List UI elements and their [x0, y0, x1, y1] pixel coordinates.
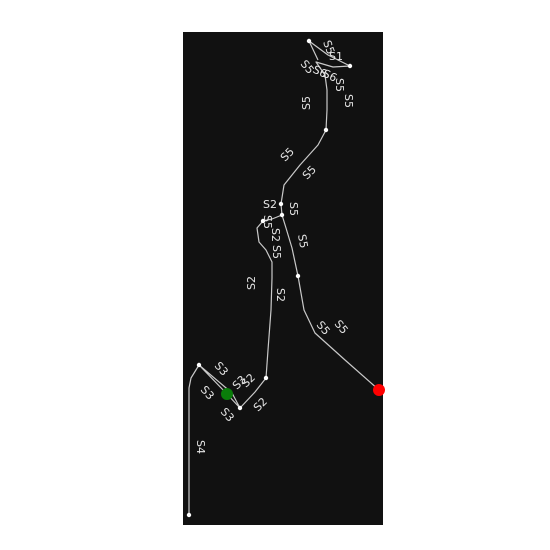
route-s5-upper: [280, 40, 351, 205]
segment-label-s1: S1: [329, 50, 343, 63]
route-s2-mid: [262, 203, 283, 222]
route-s2-lower: [239, 220, 273, 409]
waypoint-node[interactable]: [196, 362, 202, 368]
segment-label-s6: S6: [311, 63, 329, 81]
segment-label-s5: S5: [333, 78, 346, 92]
waypoint-node[interactable]: [279, 212, 285, 218]
segment-label-s5: S5: [300, 96, 313, 110]
waypoint-node[interactable]: [278, 201, 284, 207]
segment-label-s5: S5: [342, 94, 355, 108]
segment-label-s5: S5: [295, 233, 310, 249]
waypoint-node[interactable]: [323, 127, 329, 133]
segment-label-s2: S2: [269, 228, 282, 242]
end-marker[interactable]: [373, 384, 385, 396]
segment-label-s5: S5: [270, 245, 283, 259]
route-nodes: [186, 38, 353, 518]
waypoint-node[interactable]: [347, 63, 353, 69]
segment-label-s6: S6: [321, 67, 339, 85]
segment-label-s4: S4: [194, 440, 207, 454]
waypoint-node[interactable]: [263, 375, 269, 381]
waypoint-node[interactable]: [186, 512, 192, 518]
segment-label-s2: S2: [245, 276, 258, 290]
waypoint-node[interactable]: [237, 405, 243, 411]
segment-label-s5: S5: [320, 39, 337, 57]
segment-label-s2: S2: [263, 198, 277, 211]
waypoint-node[interactable]: [295, 273, 301, 279]
segment-label-s5: S5: [261, 215, 274, 229]
waypoint-node[interactable]: [260, 218, 266, 224]
start-marker[interactable]: [221, 388, 233, 400]
segment-label-s5: S5: [287, 202, 300, 216]
route-s5-lower: [281, 214, 380, 391]
segment-label-s2: S2: [274, 288, 287, 302]
segment-labels: S4 S3 S3 S3 S3 S2 S2 S2 S2 S2 S2 S5 S5 S…: [194, 39, 355, 454]
waypoint-node[interactable]: [306, 38, 312, 44]
map-background: [183, 32, 383, 525]
route-s4: [188, 364, 200, 515]
